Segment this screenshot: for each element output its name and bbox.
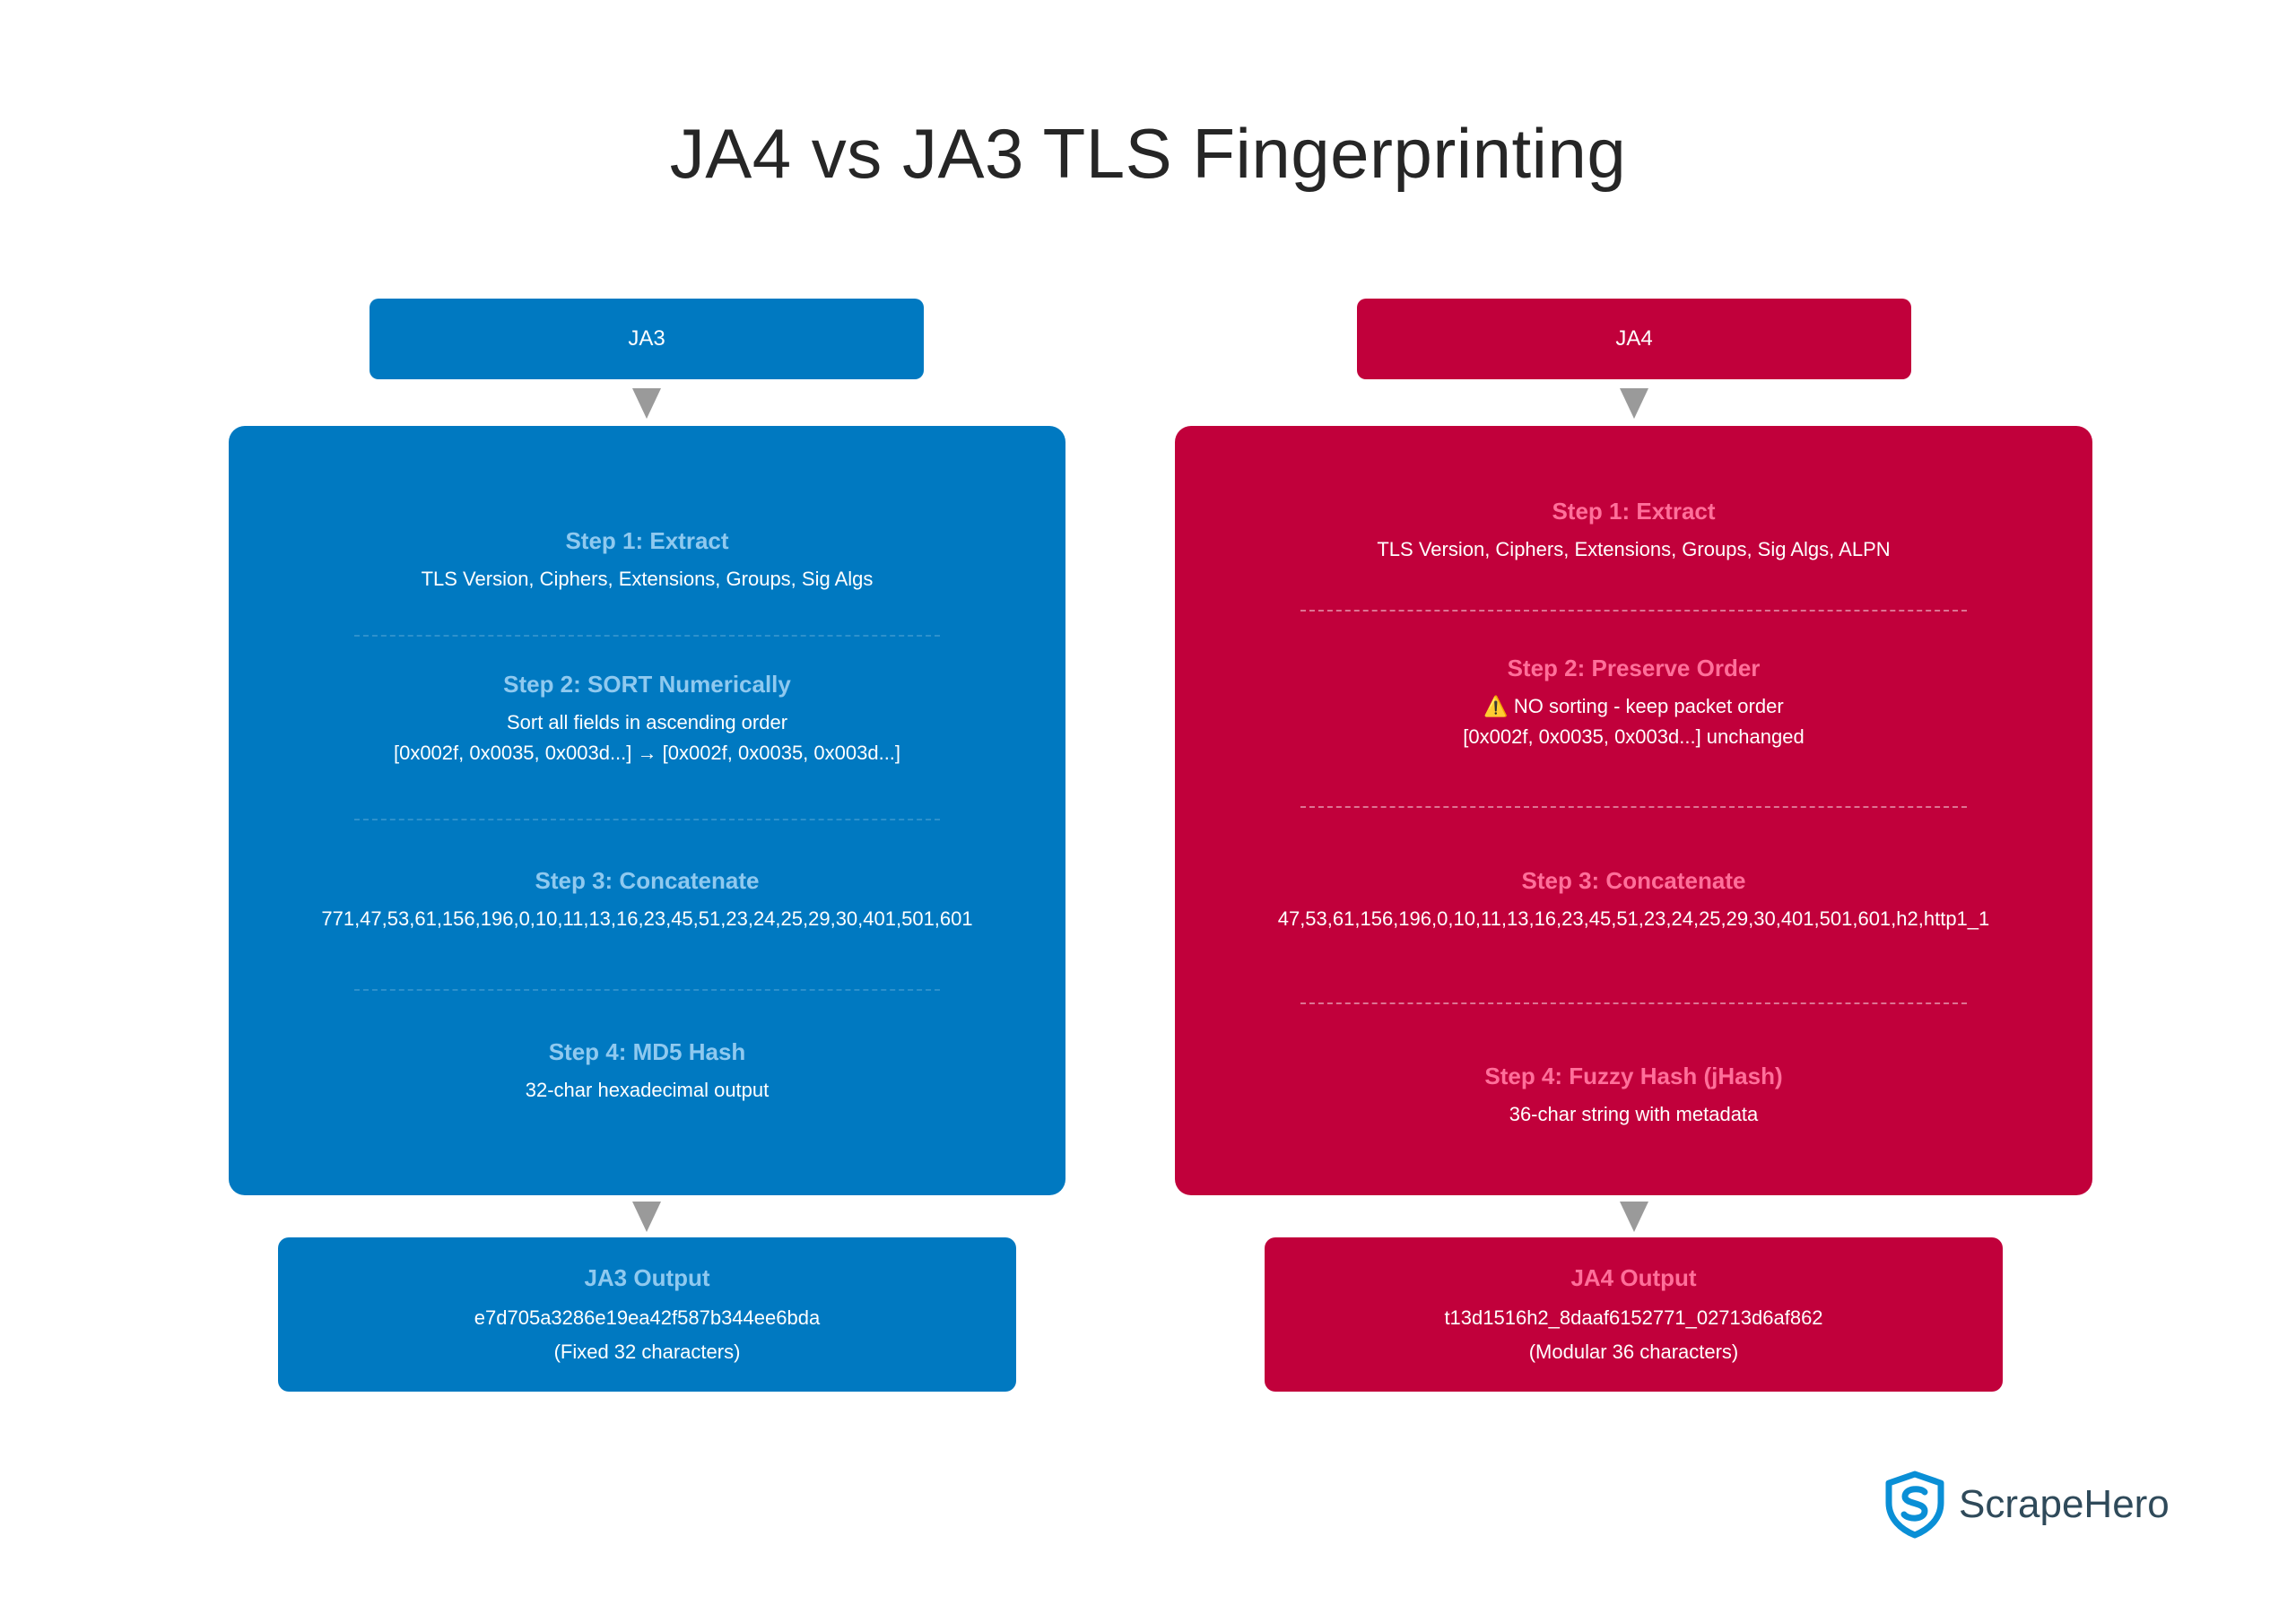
scrapehero-logo: ScrapeHero (1883, 1471, 2170, 1539)
ja4-step-4-title: Step 4: Fuzzy Hash (jHash) (1484, 1063, 1783, 1089)
brand-name: ScrapeHero (1959, 1482, 2170, 1526)
ja4-separator-3 (1300, 1002, 1967, 1004)
ja3-separator-1 (354, 635, 940, 637)
ja3-step-2: Step 2: SORT Numerically Sort all fields… (229, 671, 1065, 768)
ja4-header-label: JA4 (1615, 326, 1653, 351)
ja4-step-2-line-2: [0x002f, 0x0035, 0x003d...] unchanged (1463, 725, 1805, 748)
ja3-step-3: Step 3: Concatenate 771,47,53,61,156,196… (229, 867, 1065, 934)
ja4-step-3-line-1: 47,53,61,156,196,0,10,11,13,16,23,45,51,… (1277, 907, 1990, 930)
ja3-header-label: JA3 (628, 326, 665, 351)
ja3-step-4: Step 4: MD5 Hash 32-char hexadecimal out… (229, 1038, 1065, 1106)
ja3-step-1-line-1: TLS Version, Ciphers, Extensions, Groups… (421, 568, 874, 590)
ja3-output-title: JA3 Output (584, 1264, 710, 1291)
ja3-output-note: (Fixed 32 characters) (553, 1341, 741, 1363)
ja3-output-arrow-down-icon (632, 1202, 661, 1232)
ja3-steps-panel: Step 1: Extract TLS Version, Ciphers, Ex… (229, 426, 1065, 1195)
ja3-step-1-title: Step 1: Extract (565, 527, 729, 554)
ja4-step-2-title: Step 2: Preserve Order (1507, 655, 1761, 681)
ja3-step-1: Step 1: Extract TLS Version, Ciphers, Ex… (229, 527, 1065, 594)
ja4-separator-2 (1300, 806, 1967, 808)
ja4-step-2: Step 2: Preserve Order ⚠️ NO sorting - k… (1175, 655, 2092, 752)
ja3-arrow-down-icon (632, 388, 661, 419)
ja4-step-1: Step 1: Extract TLS Version, Ciphers, Ex… (1175, 498, 2092, 565)
ja4-step-4: Step 4: Fuzzy Hash (jHash) 36-char strin… (1175, 1063, 2092, 1130)
ja4-separator-1 (1300, 610, 1967, 612)
ja4-output-hash: t13d1516h2_8daaf6152771_02713d6af862 (1444, 1306, 1823, 1329)
ja4-output-arrow-down-icon (1620, 1202, 1648, 1232)
shield-s-logo-icon (1885, 1471, 1944, 1539)
ja4-step-2-line-1: ⚠️ NO sorting - keep packet order (1483, 695, 1784, 717)
ja4-arrow-down-icon (1620, 388, 1648, 419)
ja3-step-4-title: Step 4: MD5 Hash (548, 1038, 746, 1065)
ja3-step-2-line-1: Sort all fields in ascending order (506, 711, 788, 733)
ja3-separator-2 (354, 819, 940, 820)
page-title: JA4 vs JA3 TLS Fingerprinting (669, 114, 1627, 193)
ja3-separator-3 (354, 989, 940, 991)
ja4-step-3-title: Step 3: Concatenate (1521, 867, 1746, 894)
ja4-step-1-title: Step 1: Extract (1552, 498, 1716, 525)
ja3-header: JA3 (370, 299, 924, 379)
ja4-step-1-line-1: TLS Version, Ciphers, Extensions, Groups… (1377, 538, 1891, 560)
ja4-step-4-line-1: 36-char string with metadata (1509, 1103, 1759, 1125)
ja3-step-4-line-1: 32-char hexadecimal output (525, 1079, 770, 1101)
ja4-output-box: JA4 Output t13d1516h2_8daaf6152771_02713… (1265, 1237, 2003, 1392)
ja3-step-2-line-2: [0x002f, 0x0035, 0x003d...] → [0x002f, 0… (393, 742, 901, 764)
ja3-step-2-title: Step 2: SORT Numerically (503, 671, 791, 698)
ja4-step-3: Step 3: Concatenate 47,53,61,156,196,0,1… (1175, 867, 2092, 934)
ja4-output-title: JA4 Output (1570, 1264, 1697, 1291)
ja4-output-note: (Modular 36 characters) (1528, 1341, 1739, 1363)
ja3-step-3-title: Step 3: Concatenate (535, 867, 760, 894)
ja3-output-box: JA3 Output e7d705a3286e19ea42f587b344ee6… (278, 1237, 1016, 1392)
ja3-step-3-line-1: 771,47,53,61,156,196,0,10,11,13,16,23,45… (321, 907, 973, 930)
ja3-output-hash: e7d705a3286e19ea42f587b344ee6bda (474, 1306, 821, 1329)
ja4-header: JA4 (1357, 299, 1911, 379)
ja4-steps-panel: Step 1: Extract TLS Version, Ciphers, Ex… (1175, 426, 2092, 1195)
